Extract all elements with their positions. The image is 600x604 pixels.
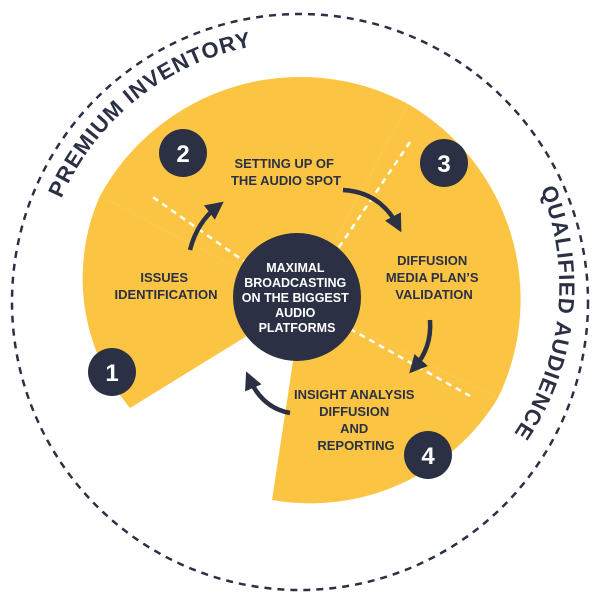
- step-3-label: DIFFUSION MEDIA PLAN’S VALIDATION: [386, 253, 482, 302]
- center-line: BROADCASTING: [244, 276, 346, 290]
- divider-line-1: [149, 193, 303, 304]
- step-1-number: 1: [105, 360, 118, 387]
- step-2-badge: 2: [159, 129, 207, 177]
- step-2-label: SETTING UP OF THE AUDIO SPOT: [231, 156, 341, 188]
- center-line: ON THE BIGGEST: [242, 291, 349, 305]
- step-4-number: 4: [421, 443, 435, 470]
- arrow-step2-to-step3: [342, 187, 402, 233]
- arrow-step4-to-step1: [245, 371, 291, 416]
- arrow-step3-to-step4: [409, 319, 433, 374]
- step-4-label: INSIGHT ANALYSIS DIFFUSION AND REPORTING: [294, 387, 418, 453]
- step-1-badge: 1: [88, 348, 136, 396]
- step-3-badge: 3: [420, 139, 468, 187]
- step-4-badge: 4: [404, 431, 452, 479]
- sector-issues-identification: [82, 196, 302, 408]
- arrow-step1-to-step2: [187, 201, 224, 251]
- center-line: MAXIMAL: [266, 261, 325, 275]
- center-circle: [233, 233, 361, 361]
- outer-dashed-ring: [10, 12, 590, 592]
- step-1-label: ISSUES IDENTIFICATION: [114, 270, 217, 302]
- step-2-number: 2: [176, 141, 189, 168]
- center-line: PLATFORMS: [259, 321, 336, 335]
- center-label: MAXIMAL BROADCASTING ON THE BIGGEST AUDI…: [242, 261, 352, 335]
- sector-media-plan-validation: [302, 104, 521, 398]
- center-line: AUDIO: [275, 306, 316, 320]
- step-3-number: 3: [437, 151, 450, 178]
